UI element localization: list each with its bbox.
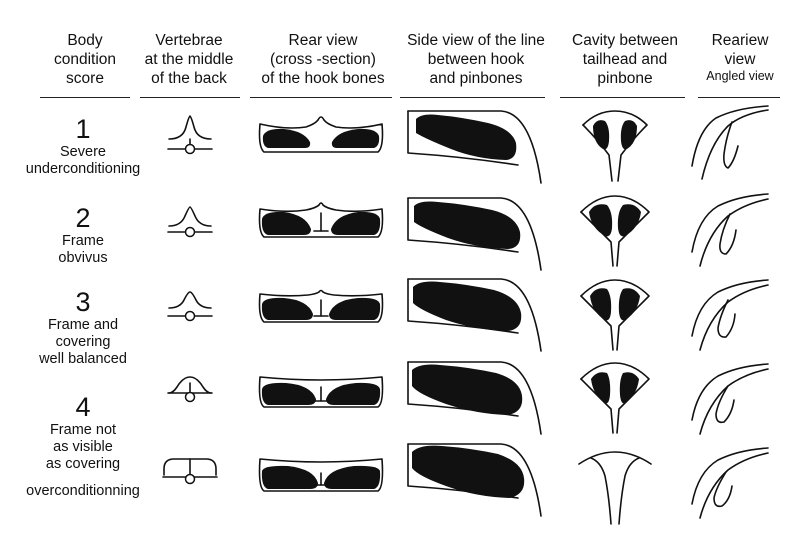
- rear-view-diagram-5: [258, 458, 384, 492]
- angled-view-diagram-3: [691, 279, 769, 351]
- header-rule-score: [40, 97, 130, 98]
- vertebra-diagram-3: [167, 291, 213, 322]
- header-rule-rear: [250, 97, 392, 98]
- angled-view-diagram-1: [691, 105, 769, 180]
- score-description: Severe underconditioning: [25, 144, 141, 177]
- angled-view-diagram-2: [691, 193, 769, 267]
- cavity-diagram-3: [580, 279, 650, 351]
- header-cavity: Cavity between tailhead and pinbone: [572, 32, 678, 87]
- score-number: 4: [75, 392, 91, 422]
- header-rule-cavity: [560, 97, 685, 98]
- cavity-diagram-1: [582, 110, 648, 182]
- rear-view-diagram-4: [258, 376, 384, 408]
- header-rule-angled: [698, 97, 780, 98]
- angled-view-diagram-4: [691, 363, 769, 435]
- score-number: 2: [75, 203, 91, 233]
- score-row-3: 3 Frame and covering well balanced: [8, 287, 158, 368]
- cavity-diagram-5: [578, 451, 652, 525]
- vertebra-diagram-2: [167, 206, 213, 238]
- score-row-2: 2 Frame obvivus: [8, 203, 158, 267]
- angled-view-diagram-5: [691, 447, 769, 519]
- vertebra-diagram-1: [167, 115, 213, 155]
- header-angled-view: Reariew view Angled view: [690, 31, 790, 84]
- rear-view-diagram-1: [258, 116, 384, 153]
- header-score: Body condition score: [53, 32, 117, 87]
- score-row-1: 1 Severe underconditioning: [8, 114, 158, 178]
- score-number: 3: [75, 287, 91, 317]
- score-row-4: 4 Frame not as visible as covering: [8, 392, 158, 473]
- header-rear-view: Rear view (cross -section) of the hook b…: [261, 32, 385, 87]
- header-rule-vertebrae: [140, 97, 240, 98]
- cavity-diagram-2: [580, 195, 650, 267]
- side-view-diagram-2: [407, 197, 542, 271]
- header-side-view: Side view of the line between hook and p…: [407, 32, 545, 87]
- score-description: Frame not as visible as covering: [45, 422, 121, 472]
- side-view-diagram-5: [407, 443, 542, 517]
- vertebra-diagram-4: [167, 376, 213, 403]
- score-number: 1: [75, 114, 91, 144]
- header-rule-side: [400, 97, 545, 98]
- side-view-diagram-4: [407, 361, 542, 435]
- score-row-5: overconditionning: [8, 483, 158, 500]
- header-vertebrae: Vertebrae at the middle of the back: [144, 32, 234, 87]
- score-description: Frame obvivus: [58, 233, 108, 266]
- rear-view-diagram-2: [258, 202, 384, 238]
- rear-view-diagram-3: [258, 289, 384, 323]
- score-description: overconditionning: [26, 483, 140, 499]
- side-view-diagram-3: [407, 278, 542, 352]
- header-angled-sub: Angled view: [706, 69, 774, 83]
- side-view-diagram-1: [407, 110, 542, 184]
- score-description: Frame and covering well balanced: [39, 317, 127, 367]
- vertebra-diagram-5: [162, 458, 218, 485]
- cavity-diagram-4: [580, 362, 650, 434]
